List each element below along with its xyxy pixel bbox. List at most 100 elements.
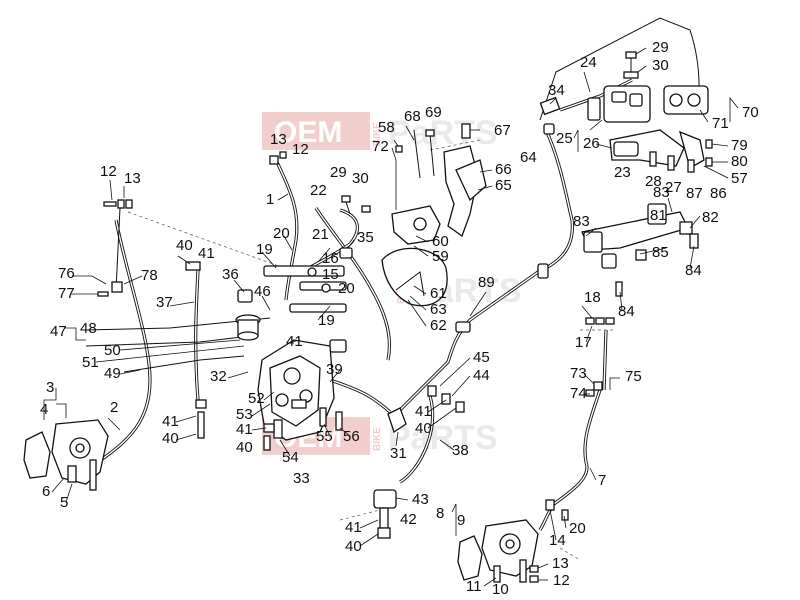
callout-l33: 33 (293, 470, 310, 487)
watermark-text-bike: BIKE (372, 122, 383, 146)
callout-l40b: 40 (236, 439, 253, 456)
callout-l54: 54 (282, 449, 299, 466)
watermark-text-parts: PaRTS (388, 419, 498, 457)
callout-l80: 80 (731, 153, 748, 170)
callout-l53: 53 (236, 406, 253, 423)
callout-l45: 45 (473, 349, 490, 366)
callout-l10: 10 (492, 581, 509, 598)
callout-l85: 85 (652, 244, 669, 261)
callout-l12c: 12 (553, 572, 570, 589)
hose-50 (85, 335, 251, 347)
callout-l78: 78 (141, 267, 158, 284)
callout-l9: 9 (457, 512, 465, 529)
callout-l62: 62 (430, 317, 447, 334)
callout-l22: 22 (310, 182, 327, 199)
callout-l5: 5 (60, 494, 68, 511)
watermark-text-oem: OEM (274, 116, 342, 149)
callout-l55: 55 (316, 428, 333, 445)
callout-l30b: 30 (352, 170, 369, 187)
callout-l3: 3 (46, 379, 54, 396)
callout-l20a: 20 (273, 225, 290, 242)
callout-l65: 65 (495, 177, 512, 194)
callout-l11: 11 (466, 578, 482, 595)
callout-l46: 46 (254, 283, 271, 300)
callout-l56: 56 (343, 428, 360, 445)
callout-l4: 4 (40, 401, 48, 418)
brake-lines (85, 17, 700, 531)
callout-l89: 89 (478, 274, 495, 291)
callout-l72: 72 (372, 138, 389, 155)
callout-l81: 81 (650, 207, 667, 224)
callout-l40e: 40 (345, 538, 362, 555)
hose-39 (329, 378, 392, 414)
callout-l82: 82 (702, 209, 719, 226)
callout-l18: 18 (584, 289, 601, 306)
callout-l32: 32 (210, 368, 227, 385)
line-left-upper (115, 207, 121, 291)
callout-l20b: 20 (338, 280, 355, 297)
abs-unit-33 (257, 339, 335, 441)
callout-l66: 66 (495, 161, 512, 178)
callout-l13a: 13 (270, 131, 287, 148)
callout-l19b: 19 (318, 312, 335, 329)
callout-l20c: 20 (569, 520, 586, 537)
callout-l43: 43 (412, 491, 429, 508)
callout-l30a: 30 (652, 57, 669, 74)
callout-l12b: 12 (100, 163, 117, 180)
pad-26 (613, 141, 639, 157)
reservoir-46 (235, 314, 261, 341)
components (23, 51, 713, 583)
watermark-text-parts: PaRTS (388, 114, 498, 152)
callout-l26: 26 (583, 135, 600, 152)
callout-l40a: 40 (176, 237, 193, 254)
callout-l59: 59 (432, 248, 449, 265)
callout-l69: 69 (425, 104, 442, 121)
callout-l84a: 84 (685, 262, 702, 279)
fitting-35 (339, 247, 353, 259)
callout-l68: 68 (404, 108, 421, 125)
callout-l17: 17 (575, 334, 592, 351)
hose-49 (123, 355, 245, 373)
callout-l74: 74 (570, 385, 587, 402)
callout-l83a: 83 (653, 184, 670, 201)
right-rear-caliper (457, 519, 539, 583)
callout-l23: 23 (614, 164, 631, 181)
callout-l86: 86 (710, 185, 727, 202)
callout-l12a: 12 (292, 141, 309, 158)
callout-l28: 28 (645, 173, 662, 190)
callout-l79: 79 (731, 137, 748, 154)
bolt-29-mid (341, 195, 371, 215)
part-31 (387, 407, 407, 434)
callout-l35: 35 (357, 229, 374, 246)
callout-l73: 73 (570, 365, 587, 382)
callout-l87: 87 (686, 185, 703, 202)
callout-l52: 52 (248, 390, 265, 407)
callout-l41b: 41 (286, 333, 303, 350)
callout-l24: 24 (580, 54, 597, 71)
callout-l49: 49 (104, 365, 121, 382)
callout-l76: 76 (58, 265, 75, 282)
watermark: OEM BIKE PaRTS (262, 112, 498, 152)
callout-l38: 38 (452, 442, 469, 459)
watermark-text-bike: BIKE (372, 427, 383, 451)
callout-l58: 58 (378, 119, 395, 136)
callout-l67: 67 (494, 122, 511, 139)
callout-l41c: 41 (236, 421, 253, 438)
leader-lines (43, 47, 739, 587)
bracket-25 (609, 129, 685, 167)
callout-l60: 60 (432, 233, 449, 250)
callout-l40c: 40 (162, 430, 179, 447)
shield-61 (381, 247, 448, 307)
callout-l51: 51 (82, 354, 99, 371)
callout-l71: 71 (712, 115, 729, 132)
callout-l1: 1 (266, 191, 274, 208)
callout-l50: 50 (104, 342, 121, 359)
callout-l36: 36 (222, 266, 239, 283)
left-front-caliper (23, 419, 109, 491)
callout-l70: 70 (742, 104, 759, 121)
part-34 (539, 96, 561, 116)
callout-l61: 61 (430, 285, 447, 302)
callout-l27: 27 (665, 179, 682, 196)
